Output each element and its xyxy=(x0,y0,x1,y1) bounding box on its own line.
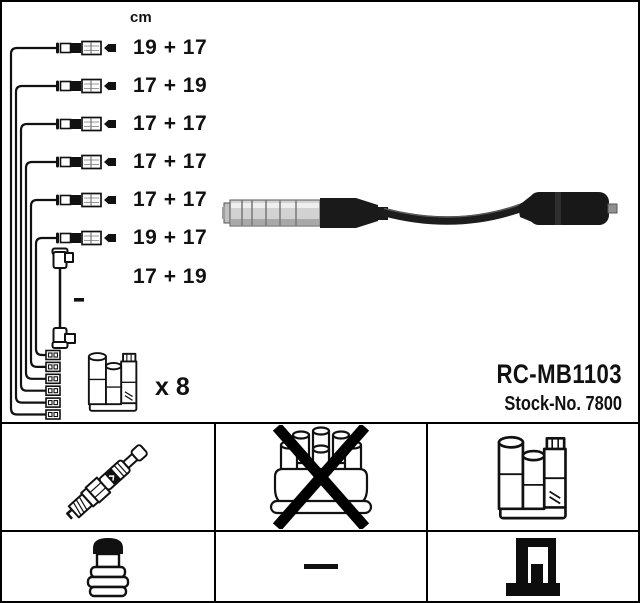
dash-symbol xyxy=(74,298,84,302)
cable-highlight xyxy=(383,201,527,218)
length-value: 19 + 17 xyxy=(133,226,208,249)
length-value: 17 + 17 xyxy=(133,150,208,173)
legend-cell-plug-terminal xyxy=(2,530,214,601)
part-number: RC-MB1103 xyxy=(496,359,622,389)
wire-harness-lines xyxy=(9,46,58,416)
multi-plug-connector-icon xyxy=(45,349,61,420)
length-value: 17 + 19 xyxy=(133,74,208,97)
length-value: 17 + 19 xyxy=(133,265,208,288)
ignition-lead-icon xyxy=(55,154,117,170)
legend-cell-spark-plug xyxy=(2,424,214,530)
plug-terminal-nut-icon xyxy=(86,537,130,597)
legend-cell-dash xyxy=(214,530,426,601)
length-value: 19 + 17 xyxy=(133,36,208,59)
legend-cell-ignition-coil xyxy=(426,424,638,530)
length-value: 17 + 17 xyxy=(133,188,208,211)
rubber-boot-right xyxy=(518,192,618,225)
ignition-lead-icon xyxy=(55,192,117,208)
dash-symbol xyxy=(304,564,338,569)
coil-lead-icon xyxy=(51,247,76,349)
spark-plug-icon xyxy=(66,444,148,520)
ignition-lead-icon xyxy=(55,78,117,94)
stock-number: Stock-No. 7800 xyxy=(504,393,622,415)
distributor-cap-not-included-icon xyxy=(269,425,373,529)
ignition-coil-icon xyxy=(497,435,567,520)
ignition-lead-icon xyxy=(55,230,117,246)
metal-plug-connector xyxy=(222,199,321,227)
legend-cell-pole-terminal xyxy=(426,530,638,601)
legend-grid xyxy=(2,422,638,601)
cross-out-x xyxy=(272,425,370,529)
rubber-boot-left xyxy=(320,198,388,228)
cable-wire xyxy=(379,201,531,225)
legend-cell-distributor-cap xyxy=(214,424,426,530)
quantity-label: x 8 xyxy=(155,373,190,401)
product-identification: RC-MB1103 Stock-No. 7800 xyxy=(360,359,622,416)
pole-terminal-icon xyxy=(506,537,560,596)
ignition-lead-set-diagram xyxy=(9,40,138,420)
unit-header: cm xyxy=(130,9,152,26)
ignition-coil-icon xyxy=(87,352,138,412)
ignition-lead-icon xyxy=(55,40,117,56)
ignition-lead-icon xyxy=(55,116,117,132)
ignition-cable-photo xyxy=(222,192,618,228)
length-value: 17 + 17 xyxy=(133,112,208,135)
